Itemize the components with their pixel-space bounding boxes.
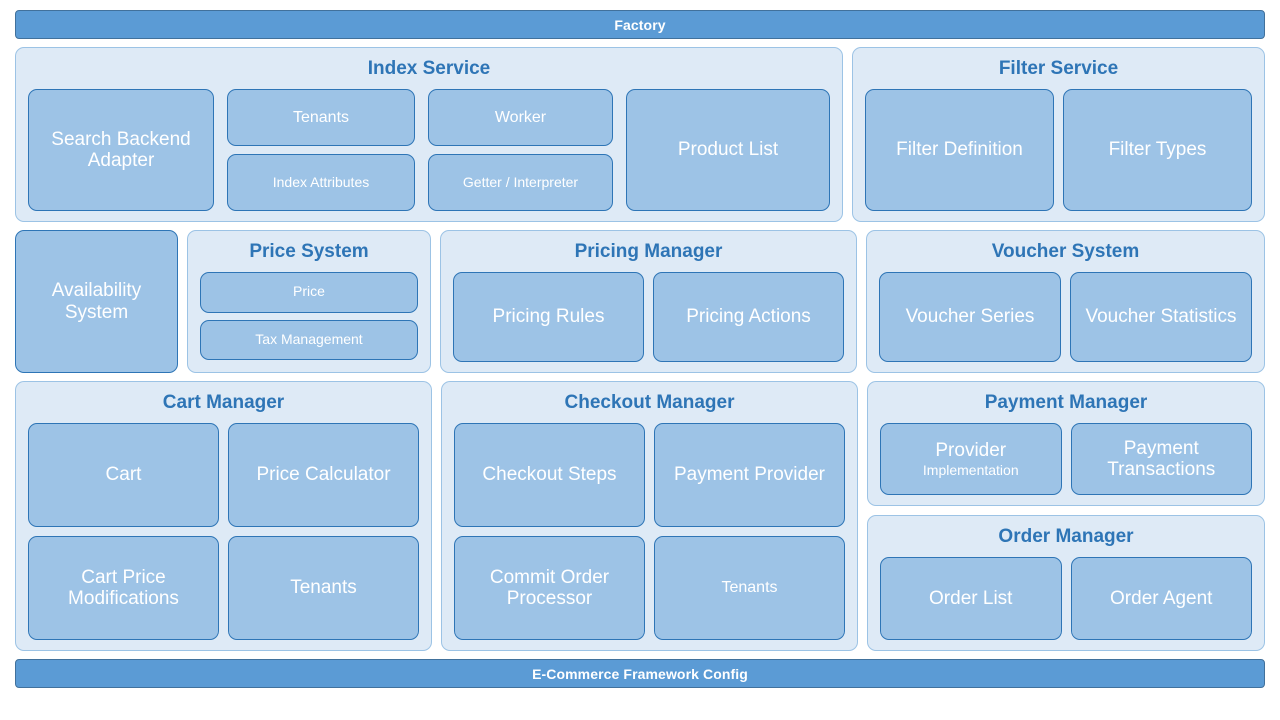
block-tenants-index[interactable]: Tenants <box>227 89 415 146</box>
block-availability-system[interactable]: Availability System <box>15 230 178 373</box>
block-filter-definition[interactable]: Filter Definition <box>865 89 1054 211</box>
block-cart-price-modifications[interactable]: Cart Price Modifications <box>28 536 219 640</box>
voucher-system-body: Voucher Series Voucher Statistics <box>879 272 1252 362</box>
block-provider-implementation[interactable]: Provider Implementation <box>880 423 1062 495</box>
pricing-manager-body: Pricing Rules Pricing Actions <box>453 272 844 362</box>
block-order-agent[interactable]: Order Agent <box>1070 557 1252 640</box>
factory-bar: Factory <box>15 10 1265 39</box>
block-payment-transactions[interactable]: Payment Transactions <box>1070 423 1252 495</box>
block-tax-management[interactable]: Tax Management <box>200 319 418 360</box>
block-getter-interpreter[interactable]: Getter / Interpreter <box>428 154 613 211</box>
cart-manager-body: Cart Price Calculator Cart Price Modific… <box>28 423 419 640</box>
block-price-calculator[interactable]: Price Calculator <box>228 423 419 527</box>
panel-title-checkout-manager: Checkout Manager <box>564 392 735 413</box>
block-pricing-rules[interactable]: Pricing Rules <box>453 272 644 362</box>
payment-manager-body: Provider Implementation Payment Transact… <box>880 423 1252 495</box>
block-tenants-checkout[interactable]: Tenants <box>654 536 845 640</box>
index-service-col-3: Worker Getter / Interpreter <box>428 89 613 211</box>
index-service-col-1: Search Backend Adapter <box>28 89 214 211</box>
panel-price-system: Price System Price Tax Management <box>187 230 431 373</box>
block-worker[interactable]: Worker <box>428 89 613 146</box>
block-voucher-statistics[interactable]: Voucher Statistics <box>1070 272 1252 362</box>
block-checkout-steps[interactable]: Checkout Steps <box>454 423 645 527</box>
panel-title-price-system: Price System <box>249 241 369 262</box>
panel-cart-manager: Cart Manager Cart Price Calculator Cart … <box>15 381 432 651</box>
checkout-manager-body: Checkout Steps Payment Provider Commit O… <box>454 423 845 640</box>
index-service-col-2: Tenants Index Attributes <box>227 89 415 211</box>
index-service-body: Search Backend Adapter Tenants Index Att… <box>28 89 830 211</box>
order-manager-body: Order List Order Agent <box>880 557 1252 640</box>
block-search-backend-adapter[interactable]: Search Backend Adapter <box>28 89 214 211</box>
panel-title-index-service: Index Service <box>367 58 491 79</box>
block-tenants-cart[interactable]: Tenants <box>228 536 419 640</box>
panel-index-service: Index Service Search Backend Adapter Ten… <box>15 47 843 222</box>
panel-title-order-manager: Order Manager <box>998 526 1134 547</box>
block-cart[interactable]: Cart <box>28 423 219 527</box>
panel-voucher-system: Voucher System Voucher Series Voucher St… <box>866 230 1265 373</box>
block-order-list[interactable]: Order List <box>880 557 1062 640</box>
panel-title-payment-manager: Payment Manager <box>984 392 1148 413</box>
ecommerce-framework-config-bar: E-Commerce Framework Config <box>15 659 1265 688</box>
block-provider-implementation-main: Provider <box>935 440 1007 462</box>
panel-filter-service: Filter Service Filter Definition Filter … <box>852 47 1265 222</box>
block-index-attributes[interactable]: Index Attributes <box>227 154 415 211</box>
diagram-row-3: Cart Manager Cart Price Calculator Cart … <box>15 381 1265 651</box>
panel-payment-manager: Payment Manager Provider Implementation … <box>867 381 1265 506</box>
block-filter-types[interactable]: Filter Types <box>1063 89 1252 211</box>
diagram-row-3-right-column: Payment Manager Provider Implementation … <box>867 381 1265 651</box>
diagram-row-1: Index Service Search Backend Adapter Ten… <box>15 47 1265 222</box>
panel-order-manager: Order Manager Order List Order Agent <box>867 515 1265 651</box>
price-system-body: Price Tax Management <box>200 272 418 362</box>
factory-bar-label: Factory <box>614 16 666 33</box>
panel-title-filter-service: Filter Service <box>998 58 1119 79</box>
block-provider-implementation-sub: Implementation <box>922 461 1019 478</box>
panel-title-pricing-manager: Pricing Manager <box>574 241 723 262</box>
panel-title-voucher-system: Voucher System <box>991 241 1140 262</box>
diagram-row-2: Availability System Price System Price T… <box>15 230 1265 373</box>
index-service-col-4: Product List <box>626 89 830 211</box>
filter-service-body: Filter Definition Filter Types <box>865 89 1252 211</box>
block-payment-provider[interactable]: Payment Provider <box>654 423 845 527</box>
panel-title-cart-manager: Cart Manager <box>162 392 285 413</box>
block-pricing-actions[interactable]: Pricing Actions <box>653 272 844 362</box>
block-voucher-series[interactable]: Voucher Series <box>879 272 1061 362</box>
block-commit-order-processor[interactable]: Commit Order Processor <box>454 536 645 640</box>
block-product-list[interactable]: Product List <box>626 89 830 211</box>
block-price[interactable]: Price <box>200 272 418 313</box>
ecommerce-framework-config-label: E-Commerce Framework Config <box>532 665 748 682</box>
panel-checkout-manager: Checkout Manager Checkout Steps Payment … <box>441 381 858 651</box>
panel-pricing-manager: Pricing Manager Pricing Rules Pricing Ac… <box>440 230 857 373</box>
